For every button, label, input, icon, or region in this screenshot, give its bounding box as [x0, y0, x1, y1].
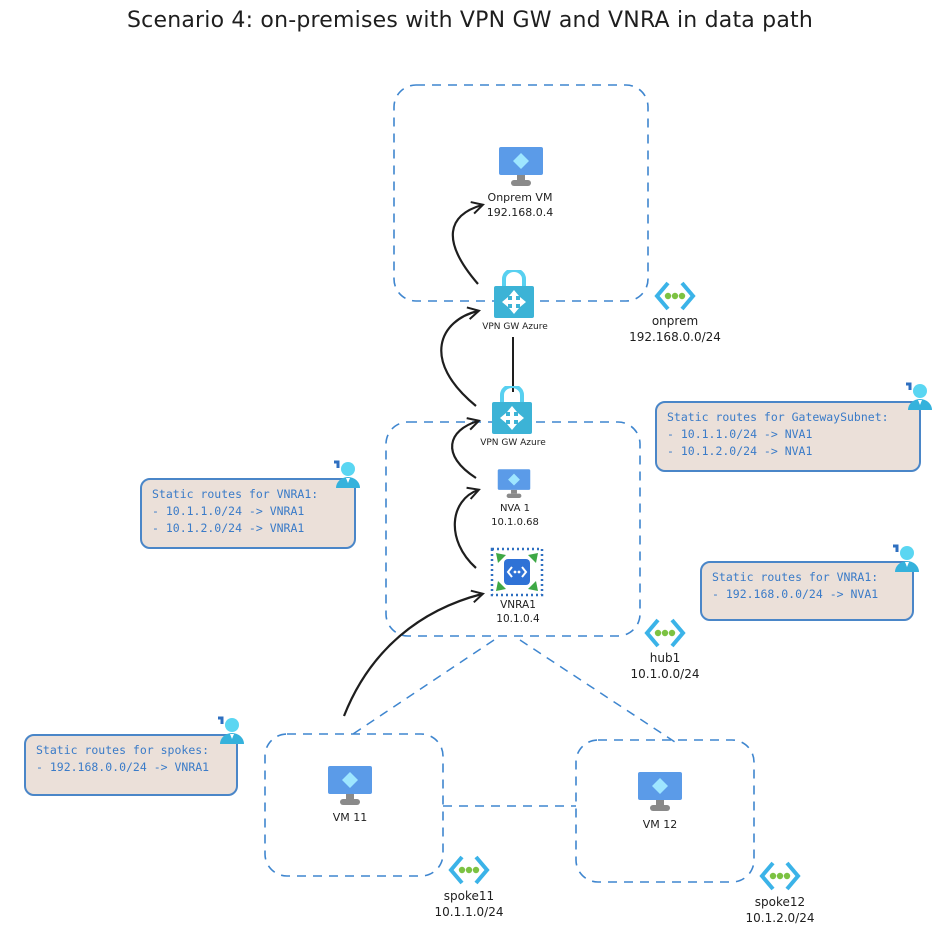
note-title: Static routes for VNRA1:	[152, 487, 319, 501]
network-name: hub1	[649, 651, 681, 665]
note-title: Static routes for spokes:	[36, 743, 210, 757]
spoke12-network-boundary	[575, 739, 755, 883]
note-route: - 10.1.1.0/24 -> VNRA1	[152, 504, 305, 518]
node-ip: 10.1.0.68	[491, 517, 539, 528]
node-name: NVA 1	[499, 503, 531, 514]
vnet-icon[interactable]	[644, 618, 686, 648]
arrow-vm11-to-vnra1	[342, 594, 482, 717]
network-name: spoke12	[754, 895, 806, 909]
spoke12-network-label: spoke12 10.1.2.0/24	[710, 894, 850, 926]
node-name: Onprem VM	[487, 191, 553, 204]
onprem-vm-label: Onprem VM 192.168.0.4	[460, 190, 580, 220]
note-route: - 10.1.1.0/24 -> NVA1	[667, 427, 813, 441]
network-cidr: 10.1.1.0/24	[434, 905, 504, 919]
vnet-icon[interactable]	[759, 861, 801, 891]
vm11-label: VM 11	[332, 811, 368, 824]
vpn-gateway-icon[interactable]	[490, 386, 534, 436]
vm-icon[interactable]	[327, 765, 373, 807]
note-vnra1-right-routes: Static routes for VNRA1: - 192.168.0.0/2…	[700, 561, 914, 621]
diagram-title: Scenario 4: on-premises with VPN GW and …	[127, 8, 813, 33]
vm-icon[interactable]	[498, 146, 544, 188]
node-ip: 192.168.0.4	[486, 206, 554, 219]
arrow-vpngw-hub-to-vpngw-onprem	[440, 311, 478, 407]
network-name: spoke11	[443, 889, 495, 903]
note-route: - 192.168.0.0/24 -> VNRA1	[36, 760, 210, 774]
note-gateway-subnet-routes: Static routes for GatewaySubnet: - 10.1.…	[655, 401, 921, 472]
note-route: - 192.168.0.0/24 -> NVA1	[712, 587, 879, 601]
node-ip: 10.1.0.4	[496, 613, 540, 625]
vm12-label: VM 12	[642, 818, 678, 831]
user-icon	[218, 716, 244, 744]
user-icon	[334, 460, 360, 488]
vnet-icon[interactable]	[654, 281, 696, 311]
vpn-gateway-icon[interactable]	[492, 270, 536, 320]
arrow-nva1-to-vpngw-hub	[451, 421, 478, 479]
arrow-vnra1-to-nva1	[453, 490, 478, 569]
user-icon	[906, 382, 932, 410]
note-vnra1-left-routes: Static routes for VNRA1: - 10.1.1.0/24 -…	[140, 478, 356, 549]
note-route: - 10.1.2.0/24 -> NVA1	[667, 444, 813, 458]
network-name: onprem	[651, 314, 699, 328]
spoke11-network-label: spoke11 10.1.1.0/24	[399, 888, 539, 920]
nva1-label: NVA 1 10.1.0.68	[460, 502, 570, 530]
vpn-gw-hub-label: VPN GW Azure	[480, 438, 546, 448]
onprem-network-label: onprem 192.168.0.0/24	[605, 313, 745, 345]
note-route: - 10.1.2.0/24 -> VNRA1	[152, 521, 305, 535]
user-icon	[893, 544, 919, 572]
arrow-vpngw-onprem-to-onprem-vm	[451, 205, 482, 285]
route-server-icon[interactable]	[490, 547, 544, 597]
note-title: Static routes for GatewaySubnet:	[667, 410, 889, 424]
network-cidr: 10.1.0.0/24	[630, 667, 700, 681]
note-spokes-routes: Static routes for spokes: - 192.168.0.0/…	[24, 734, 238, 796]
vm-icon[interactable]	[497, 468, 531, 500]
hub1-network-label: hub1 10.1.0.0/24	[595, 650, 735, 682]
network-cidr: 10.1.2.0/24	[745, 911, 815, 925]
peering-hub-spoke11	[349, 639, 495, 737]
vm-icon[interactable]	[637, 771, 683, 813]
note-title: Static routes for VNRA1:	[712, 570, 879, 584]
vpn-gw-onprem-label: VPN GW Azure	[482, 322, 548, 332]
onprem-network-boundary	[393, 84, 649, 302]
node-name: VNRA1	[500, 599, 536, 611]
vnet-icon[interactable]	[448, 855, 490, 885]
network-cidr: 192.168.0.0/24	[629, 330, 721, 344]
vnra1-label: VNRA1 10.1.0.4	[458, 598, 578, 626]
